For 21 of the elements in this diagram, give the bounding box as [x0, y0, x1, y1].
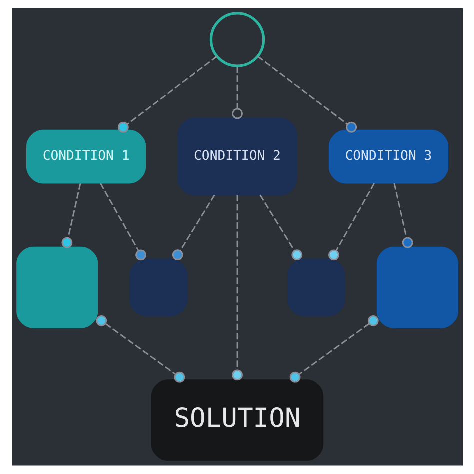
connector [61, 183, 81, 248]
connector [99, 183, 146, 261]
connector [289, 315, 378, 383]
node-box [286, 258, 345, 317]
connector [232, 194, 242, 381]
connector [96, 315, 185, 383]
connector [172, 194, 215, 260]
connector [328, 183, 375, 261]
connector [259, 194, 302, 260]
connector [393, 183, 413, 248]
node-box: CONDITION 3 [328, 130, 448, 184]
node-box: SOLUTION [150, 380, 324, 462]
node-box [376, 246, 458, 328]
node-box [16, 246, 98, 328]
connector [256, 56, 357, 133]
node-box: CONDITION 2 [177, 118, 297, 196]
connector [117, 56, 218, 133]
node-person [209, 12, 265, 68]
node-box: CONDITION 1 [26, 130, 146, 184]
connector [232, 66, 242, 120]
node-box [129, 258, 188, 317]
